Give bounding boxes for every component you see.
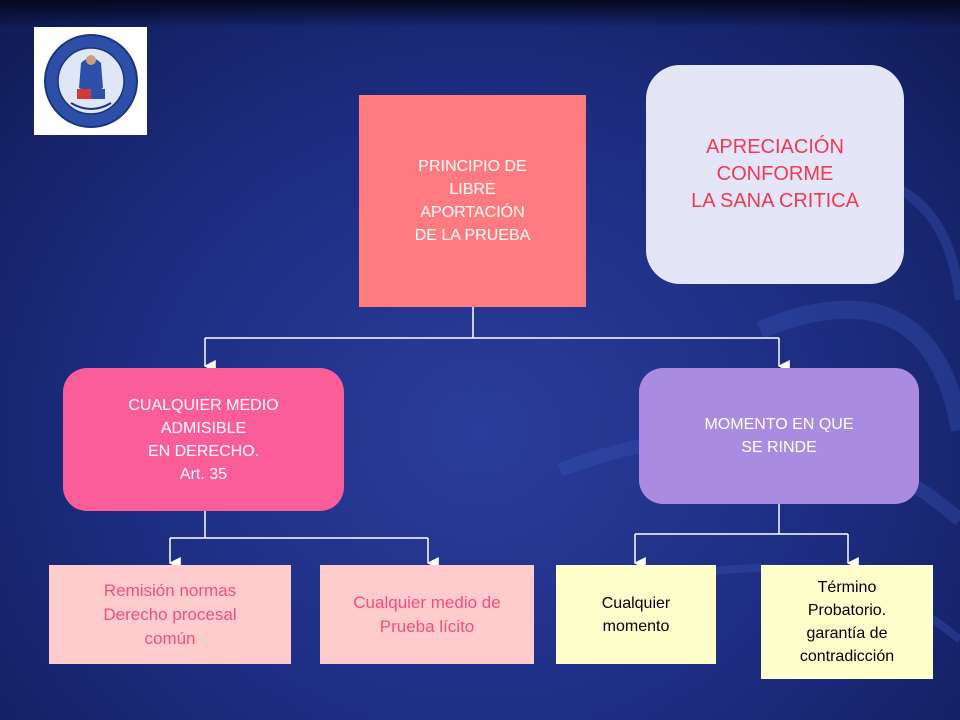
logo bbox=[34, 27, 147, 135]
node-line: Prueba lícito bbox=[379, 616, 475, 636]
node-line: Cualquier bbox=[601, 594, 671, 612]
node-line: momento bbox=[602, 617, 670, 635]
node-line: ADMISIBLE bbox=[160, 419, 247, 437]
node-line: SE RINDE bbox=[741, 439, 817, 456]
node-termino-probatorio: Término Probatorio. garantía de contradi… bbox=[761, 565, 933, 679]
node-line: garantía de bbox=[806, 625, 888, 642]
top-shadow-band bbox=[0, 0, 960, 28]
node-line: APORTACIÓN bbox=[420, 204, 525, 221]
node-line: Art. 35 bbox=[179, 465, 228, 483]
node-line: MOMENTO EN QUE bbox=[704, 416, 854, 433]
node-cualquier-medio-admisible: CUALQUIER MEDIO ADMISIBLE EN DERECHO. Ar… bbox=[63, 368, 344, 511]
node-line: DE LA PRUEBA bbox=[414, 227, 531, 244]
node-line: común bbox=[144, 628, 196, 648]
node-line: CUALQUIER MEDIO bbox=[128, 396, 279, 414]
node-principio-libre-aportacion: PRINCIPIO DE LIBRE APORTACIÓN DE LA PRUE… bbox=[359, 95, 586, 307]
node-line: Derecho procesal bbox=[103, 604, 237, 624]
node-cualquier-momento: Cualquier momento bbox=[556, 565, 716, 664]
node-line: EN DERECHO. bbox=[147, 442, 260, 460]
node-line: PRINCIPIO DE bbox=[418, 158, 527, 175]
node-cualquier-medio-licito: Cualquier medio de Prueba lícito bbox=[320, 565, 534, 664]
node-line: contradicción bbox=[799, 648, 895, 665]
node-line: LIBRE bbox=[449, 181, 496, 198]
node-momento-en-que-se-rinde: MOMENTO EN QUE SE RINDE bbox=[639, 368, 919, 504]
node-line: Cualquier medio de bbox=[353, 592, 501, 612]
node-line: Probatorio. bbox=[807, 602, 887, 619]
node-line: Remisión normas bbox=[103, 580, 237, 600]
node-line: CONFORME bbox=[716, 163, 834, 185]
node-line: APRECIACIÓN bbox=[706, 136, 844, 158]
node-line: Término bbox=[817, 579, 877, 596]
node-line: LA SANA CRITICA bbox=[691, 190, 859, 212]
node-apreciacion-sana-critica: APRECIACIÓN CONFORME LA SANA CRITICA bbox=[646, 65, 904, 284]
node-remision-normas: Remisión normas Derecho procesal común bbox=[49, 565, 291, 664]
contraloria-seal-icon bbox=[43, 34, 138, 128]
